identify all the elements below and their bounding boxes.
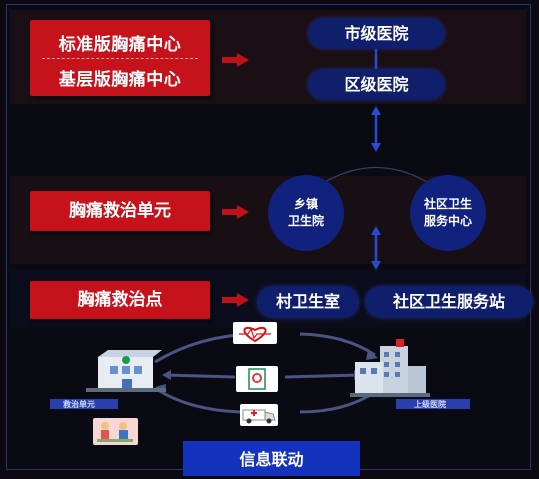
medical-record-icon xyxy=(236,366,278,392)
dashed-divider xyxy=(42,58,198,59)
village-clinic-node: 村卫生室 xyxy=(257,286,359,318)
community-station-node: 社区卫生服务站 xyxy=(365,286,533,318)
township-line2: 卫生院 xyxy=(287,214,324,228)
treatment-point-box: 胸痛救治点 xyxy=(30,281,210,319)
treatment-unit-caption: 救治单元 xyxy=(63,400,95,409)
info-link-banner: 信息联动 xyxy=(183,441,360,476)
unit-label-bar xyxy=(50,399,118,409)
upper-hospital-caption: 上级医院 xyxy=(414,400,446,409)
hospital-label-bar xyxy=(396,399,470,409)
clinic-building-icon xyxy=(86,350,166,392)
community-center-node: 社区卫生 服务中心 xyxy=(410,175,486,251)
district-hospital-node: 区级医院 xyxy=(308,69,445,100)
chest-pain-center-box: 标准版胸痛中心 基层版胸痛中心 xyxy=(30,20,210,96)
city-hospital-node: 市级医院 xyxy=(308,18,445,49)
community-line1: 社区卫生 xyxy=(423,197,472,211)
right-arrow-icon xyxy=(222,293,250,307)
ambulance-icon xyxy=(240,404,278,426)
treatment-unit-box: 胸痛救治单元 xyxy=(30,191,210,231)
standard-center-label: 标准版胸痛中心 xyxy=(58,35,182,55)
township-hospital-node: 乡镇 卫生院 xyxy=(268,175,344,251)
right-arrow-icon xyxy=(222,53,250,67)
right-arrow-icon xyxy=(222,205,250,219)
patient-care-icon xyxy=(93,418,138,445)
township-line1: 乡镇 xyxy=(293,197,318,211)
hospital-building-icon xyxy=(350,339,430,397)
heart-monitor-icon xyxy=(233,322,277,344)
community-line2: 服务中心 xyxy=(423,214,472,228)
basic-center-label: 基层版胸痛中心 xyxy=(58,70,182,90)
